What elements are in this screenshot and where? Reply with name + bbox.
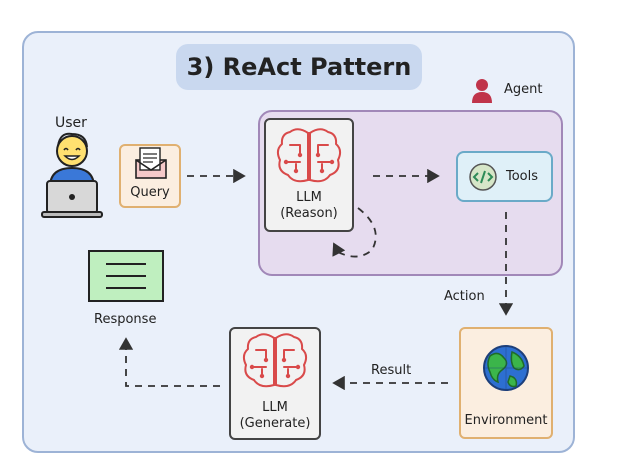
arrow-reason-loop — [332, 207, 377, 258]
environment-label: Environment — [464, 413, 548, 428]
llm-generate-line2: (Generate) — [239, 416, 311, 431]
code-icon — [469, 162, 497, 191]
user-label: User — [55, 115, 87, 131]
diagram-title: 3) ReAct Pattern — [176, 44, 422, 90]
tools-box: Tools — [456, 151, 553, 202]
query-box: Query — [119, 144, 181, 208]
result-label: Result — [371, 363, 412, 378]
query-label: Query — [130, 185, 170, 200]
tools-label: Tools — [506, 168, 539, 184]
arrow-generate-to-response — [118, 337, 220, 387]
response-label: Response — [94, 312, 157, 327]
llm-generate-line1: LLM — [262, 400, 288, 415]
llm-reason-line2: (Reason) — [280, 206, 338, 221]
agent-label: Agent — [504, 82, 543, 97]
llm-reason-line1: LLM — [296, 190, 322, 205]
action-label: Action — [444, 289, 485, 304]
